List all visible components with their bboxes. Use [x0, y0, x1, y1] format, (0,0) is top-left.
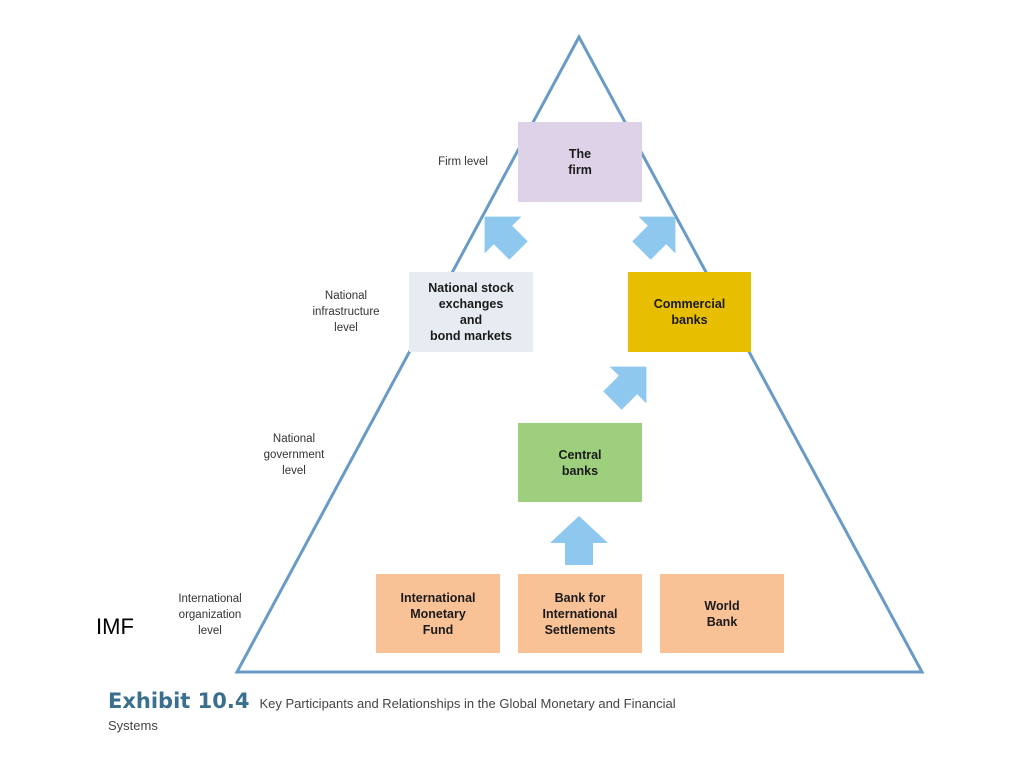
firm-box: The firm [518, 122, 642, 202]
arrow-bis-to-central [550, 516, 608, 565]
exhibit-title: Key Participants and Relationships in th… [108, 696, 676, 733]
pyramid-triangle [234, 33, 925, 674]
commercial-banks-box: Commercial banks [628, 272, 751, 352]
international-level-label: International organization level [178, 593, 242, 637]
imf-annotation: IMF [96, 614, 134, 639]
national-markets-box: National stock exchanges and bond market… [409, 272, 533, 352]
arrow-markets-to-firm [484, 216, 528, 260]
bis-box: Bank for International Settlements [518, 574, 642, 653]
imf-box: International Monetary Fund [376, 574, 500, 653]
government-level-label: National government level [263, 433, 325, 477]
arrow-commercial-to-firm [632, 216, 676, 260]
arrow-central-to-commercial [603, 366, 647, 410]
central-banks-box: Central banks [518, 423, 642, 502]
exhibit-number: Exhibit 10.4 [108, 689, 250, 713]
infrastructure-level-label: National infrastructure level [312, 290, 380, 334]
firm-level-label: Firm level [438, 156, 488, 168]
world-bank-box: World Bank [660, 574, 784, 653]
